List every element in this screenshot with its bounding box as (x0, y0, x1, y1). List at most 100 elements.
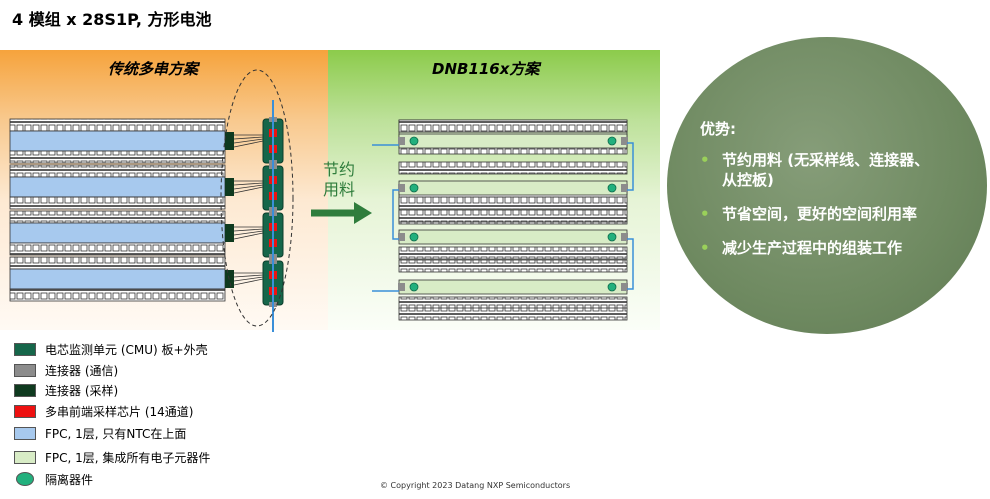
cell-row (9, 242, 226, 256)
cell-row (9, 196, 226, 210)
sampling-wire (233, 184, 264, 190)
cell-row (398, 246, 628, 260)
legend-item: 连接器 (通信) (14, 362, 118, 378)
legend-item: FPC, 1层, 集成所有电子元器件 (14, 449, 210, 465)
advantages-title: 优势: (700, 120, 736, 138)
isolator (607, 232, 617, 242)
cell-row (398, 296, 628, 310)
legend-label: 隔离器件 (45, 472, 94, 487)
isolator (409, 232, 419, 242)
comm-connector (621, 184, 628, 192)
legend-circle-icon (16, 472, 34, 486)
legend-swatch-icon (14, 363, 36, 377)
comm-connector (398, 283, 405, 291)
cell-row (9, 210, 226, 224)
isolator (409, 136, 419, 146)
sampling-wire (233, 232, 264, 240)
advantage-item: • 减少生产过程中的组装工作 (700, 238, 972, 258)
sampling-wire (233, 274, 264, 278)
fpc-ntc-strip (9, 268, 226, 290)
sampling-wire (233, 140, 264, 148)
bullet-icon: • (700, 205, 710, 223)
isolator (607, 282, 617, 292)
advantage-text: 从控板) (722, 171, 774, 189)
fpc-full-strip (398, 180, 628, 196)
cell-row (398, 209, 628, 223)
advantage-item: • 节约用料 (无采样线、连接器、 从控板) (700, 150, 972, 190)
legend-label: 连接器 (采样) (45, 383, 119, 398)
communication-cable (627, 238, 634, 290)
page-title: 4 模组 x 28S1P, 方形电池 (12, 10, 212, 29)
battery-pack-diagram (9, 69, 634, 332)
legend-item: 电芯监测单元 (CMU) 板+外壳 (14, 341, 208, 357)
fpc-full-strip (398, 229, 628, 245)
fpc-full-strip (398, 279, 628, 295)
copyright-notice: © Copyright 2023 Datang NXP Semiconducto… (380, 481, 571, 490)
advantages-circle (667, 37, 987, 334)
traditional-solution-title: 传统多串方案 (108, 60, 199, 78)
right-arrow-icon (354, 202, 372, 224)
save-material-label: 节约 用料 (318, 160, 360, 200)
legend-label: FPC, 1层, 只有NTC在上面 (45, 426, 187, 441)
sampling-wire (233, 136, 264, 140)
cell-row (9, 150, 226, 164)
legend-label: FPC, 1层, 集成所有电子元器件 (45, 450, 211, 465)
legend-swatch-icon (14, 383, 36, 397)
fpc-full-strip (398, 133, 628, 149)
cell-row (398, 259, 628, 273)
isolator (409, 183, 419, 193)
communication-cable (392, 189, 399, 240)
sampling-wire (233, 278, 264, 286)
legend-label: 电芯监测单元 (CMU) 板+外壳 (45, 342, 208, 357)
comm-connector (398, 137, 405, 145)
cell-row (9, 164, 226, 178)
comm-connector (398, 184, 405, 192)
sampling-connector (225, 178, 234, 196)
isolator (607, 183, 617, 193)
cell-row (398, 119, 628, 133)
cell-row (9, 256, 226, 270)
dnb116x-solution-title: DNB116x方案 (432, 60, 540, 78)
sampling-wire (233, 276, 264, 282)
legend-item: 多串前端采样芯片 (14通道) (14, 403, 193, 419)
fpc-ntc-strip (9, 130, 226, 152)
legend-swatch-icon (14, 404, 36, 418)
legend-label: 连接器 (通信) (45, 363, 119, 378)
bullet-icon: • (700, 239, 710, 257)
sampling-wire (233, 186, 264, 194)
advantage-text: 减少生产过程中的组装工作 (722, 239, 903, 257)
fpc-ntc-strip (9, 176, 226, 198)
cell-row (9, 118, 226, 132)
advantage-item: • 节省空间，更好的空间利用率 (700, 204, 972, 224)
arrow-label-line-2: 用料 (322, 180, 355, 199)
legend-swatch-icon (14, 426, 36, 440)
isolator (409, 282, 419, 292)
cell-row (398, 307, 628, 321)
comm-connector (621, 283, 628, 291)
isolator (607, 136, 617, 146)
legend-item: FPC, 1层, 只有NTC在上面 (14, 425, 186, 441)
arrow-label-line-1: 节约 (322, 160, 355, 179)
advantage-text: 节约用料 (无采样线、连接器、 (722, 151, 930, 169)
sampling-connector (225, 224, 234, 242)
bullet-icon: • (700, 151, 710, 169)
sampling-wire (233, 182, 264, 186)
comm-connector (621, 137, 628, 145)
legend-label: 多串前端采样芯片 (14通道) (45, 404, 194, 419)
sampling-wire (233, 230, 264, 236)
cell-row (9, 288, 226, 302)
cell-row (398, 196, 628, 210)
sampling-wire (233, 138, 264, 144)
sampling-connector (225, 132, 234, 150)
advantage-text: 节省空间，更好的空间利用率 (722, 205, 918, 223)
communication-cable (627, 142, 634, 191)
sampling-wire (233, 228, 264, 232)
comm-connector (398, 233, 405, 241)
legend-swatch-icon (14, 342, 36, 356)
legend-item: 隔离器件 (14, 471, 93, 487)
cell-row (398, 161, 628, 175)
fpc-ntc-strip (9, 222, 226, 244)
cmu-group-outline (220, 69, 294, 327)
legend-item: 连接器 (采样) (14, 382, 118, 398)
comm-connector (621, 233, 628, 241)
